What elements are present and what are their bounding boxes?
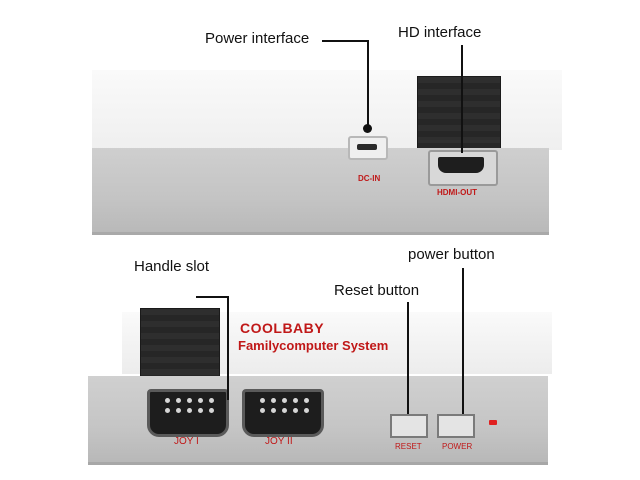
- handle-slot-callout: Handle slot: [134, 258, 210, 275]
- reset-label: RESET: [395, 442, 422, 451]
- handle-slot-leader-h: [196, 296, 228, 298]
- dc-in-label: DC-IN: [358, 174, 381, 183]
- hd-interface-leader: [461, 45, 463, 153]
- joy2-label: JOY II: [265, 436, 293, 447]
- hdmi-out-label: HDMI-OUT: [437, 188, 477, 197]
- hdmi-port[interactable]: [438, 157, 484, 173]
- joy1-pins: [165, 398, 214, 413]
- joy2-pins: [260, 398, 309, 413]
- joy1-port[interactable]: [147, 389, 229, 437]
- handle-slot-block: [140, 308, 220, 380]
- power-interface-dot: [363, 124, 372, 133]
- power-interface-leader-v: [367, 40, 369, 128]
- brand-name: COOLBABY: [240, 320, 325, 336]
- reset-button-leader: [407, 302, 409, 414]
- power-button[interactable]: [437, 414, 475, 438]
- power-label: POWER: [442, 442, 473, 451]
- power-led-indicator: [489, 420, 497, 425]
- brand-subtitle: Familycomputer System: [238, 338, 389, 353]
- reset-button-callout: Reset button: [334, 282, 420, 299]
- power-button-callout: power button: [408, 246, 495, 263]
- power-interface-leader: [322, 40, 368, 42]
- reset-button[interactable]: [390, 414, 428, 438]
- hd-interface-callout: HD interface: [398, 24, 482, 41]
- power-interface-callout: Power interface: [205, 30, 310, 47]
- dc-in-port[interactable]: [348, 136, 388, 160]
- power-button-leader: [462, 268, 464, 414]
- handle-slot-leader: [227, 296, 229, 400]
- joy1-label: JOY I: [174, 436, 199, 447]
- joy2-port[interactable]: [242, 389, 324, 437]
- cartridge-block: [417, 76, 501, 150]
